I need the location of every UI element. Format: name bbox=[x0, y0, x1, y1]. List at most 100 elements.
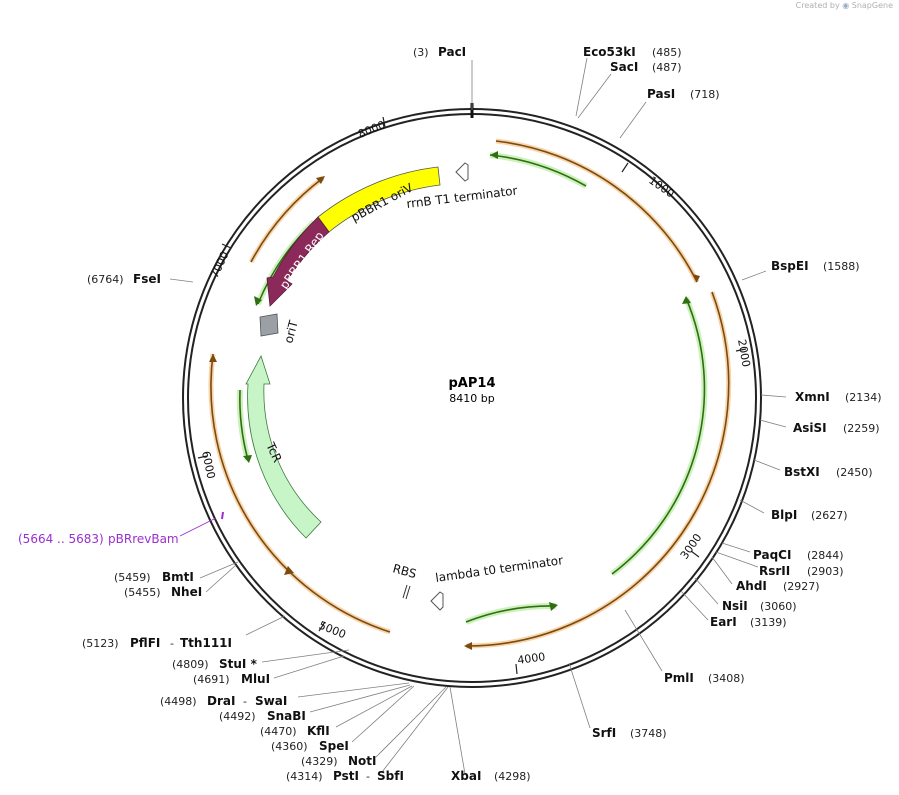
site-stui-name: StuI * bbox=[219, 657, 258, 671]
orf-arc-4 bbox=[250, 177, 324, 263]
site-snabi-pos: (4492) bbox=[219, 710, 256, 723]
site-bspei-name: BspEI bbox=[771, 259, 809, 273]
site-asisi-name: AsiSI bbox=[793, 421, 827, 435]
rrnb-terminator-icon bbox=[455, 162, 469, 182]
site-xmni-name: XmnI bbox=[795, 390, 830, 404]
site-kfli-name: KflI bbox=[307, 724, 330, 738]
site-pmli-pos: (3408) bbox=[708, 672, 745, 685]
site-spei-pos: (4360) bbox=[271, 740, 308, 753]
site-noti-name: NotI bbox=[348, 754, 377, 768]
site-spei-name: SpeI bbox=[319, 739, 349, 753]
site-psti-name: PstI bbox=[333, 769, 359, 783]
site-bmti-pos: (5459) bbox=[114, 571, 151, 584]
site-pflfi-name: PflFI bbox=[130, 636, 160, 650]
tick-8000: 8000 bbox=[356, 118, 387, 141]
site-sbfi-name: SbfI bbox=[377, 769, 404, 783]
primer-range: (5664 .. 5683) bbox=[18, 532, 104, 546]
green-arc-1 bbox=[489, 154, 587, 187]
site-asisi-pos: (2259) bbox=[843, 422, 880, 435]
site-bstxi-pos: (2450) bbox=[836, 466, 873, 479]
green-arrow-5 bbox=[243, 455, 252, 463]
site-bspei-pos: (1588) bbox=[823, 260, 860, 273]
site-fsei-name: FseI bbox=[133, 272, 161, 286]
site-paci-pos: (3) bbox=[413, 46, 429, 59]
site-saci-pos: (487) bbox=[652, 61, 682, 74]
site-blpi-pos: (2627) bbox=[811, 509, 848, 522]
site-nhei-pos: (5455) bbox=[124, 586, 161, 599]
primer-leader bbox=[179, 517, 217, 537]
green-arrow-3 bbox=[549, 602, 558, 611]
site-mlui-name: MluI bbox=[241, 672, 270, 686]
site-ahdi-pos: (2927) bbox=[783, 580, 820, 593]
site-leaders bbox=[169, 57, 787, 775]
site-pflfi-pos: (5123) bbox=[82, 637, 119, 650]
site-eco53ki-pos: (485) bbox=[652, 46, 682, 59]
green-arrow-1 bbox=[490, 151, 498, 159]
site-bstxi-name: BstXI bbox=[784, 465, 820, 479]
site-nsii-name: NsiI bbox=[722, 599, 748, 613]
site-pasi-name: PasI bbox=[647, 87, 675, 101]
site-stui-pos: (4809) bbox=[172, 658, 209, 671]
credit-prefix: Created by bbox=[795, 1, 840, 10]
orit-label: oriT bbox=[281, 318, 301, 344]
snapgene-credit: Created by ◉ SnapGene bbox=[796, 1, 893, 10]
site-rsrii-name: RsrII bbox=[759, 564, 790, 578]
tick-7000: 7000 bbox=[208, 249, 232, 280]
site-eari-name: EarI bbox=[710, 615, 737, 629]
site-snabi-name: SnaBI bbox=[267, 709, 306, 723]
credit-brand: SnapGene bbox=[851, 1, 893, 10]
site-xmni-pos: (2134) bbox=[845, 391, 882, 404]
site-noti-pos: (4329) bbox=[301, 755, 338, 768]
site-drai-sep: - bbox=[243, 695, 247, 708]
site-rsrii-pos: (2903) bbox=[807, 565, 844, 578]
site-eco53ki-name: Eco53kI bbox=[583, 45, 636, 59]
orf-arc-1 bbox=[495, 140, 698, 283]
site-tth111i-name: Tth111I bbox=[180, 636, 232, 650]
site-drai-name: DraI bbox=[207, 694, 235, 708]
orf-arrow-1 bbox=[692, 274, 700, 282]
orf-arrow-2 bbox=[464, 642, 472, 650]
site-swai-name: SwaI bbox=[255, 694, 287, 708]
green-arrow-4 bbox=[254, 296, 262, 306]
site-nhei-name: NheI bbox=[171, 585, 202, 599]
site-pasi-pos: (718) bbox=[690, 88, 720, 101]
site-srfi-pos: (3748) bbox=[630, 727, 667, 740]
site-xbai-pos: (4298) bbox=[494, 770, 531, 783]
tick-marks bbox=[197, 116, 747, 675]
orf-arrow-4 bbox=[316, 176, 325, 184]
green-arc-3 bbox=[465, 605, 557, 623]
tick-4000: 4000 bbox=[517, 650, 547, 667]
green-arc-2 bbox=[611, 297, 706, 575]
site-ahdi-name: AhdI bbox=[736, 579, 767, 593]
orit-feature bbox=[259, 313, 279, 337]
site-drai-pos: (4498) bbox=[160, 695, 197, 708]
site-psti-pos: (4314) bbox=[286, 770, 323, 783]
site-xbai-name: XbaI bbox=[451, 769, 481, 783]
site-pmli-name: PmlI bbox=[664, 671, 694, 685]
lambda-t0-terminator-icon bbox=[430, 591, 444, 611]
tick-2000: 2000 bbox=[735, 338, 753, 368]
site-paqci-name: PaqCI bbox=[753, 548, 791, 562]
site-saci-name: SacI bbox=[610, 60, 638, 74]
lambda-t0-label: lambda t0 terminator bbox=[434, 553, 563, 585]
site-mlui-pos: (4691) bbox=[193, 673, 230, 686]
site-eari-pos: (3139) bbox=[750, 616, 787, 629]
site-nsii-pos: (3060) bbox=[760, 600, 797, 613]
tick-6000: 6000 bbox=[199, 450, 218, 480]
orf-arc-2 bbox=[465, 291, 730, 647]
site-fsei-pos: (6764) bbox=[87, 273, 124, 286]
primer-mark bbox=[221, 511, 224, 520]
snapgene-logo-icon: ◉ bbox=[842, 1, 850, 10]
rbs-label: RBS bbox=[391, 561, 418, 581]
orf-arrow-3a bbox=[284, 566, 294, 575]
green-arrow-2 bbox=[682, 296, 691, 304]
pbbr1-rep-feature bbox=[266, 216, 330, 307]
site-kfli-pos: (4470) bbox=[260, 725, 297, 738]
rbs-mark-2 bbox=[405, 585, 411, 600]
orf-arc-3 bbox=[210, 353, 391, 633]
site-paqci-pos: (2844) bbox=[807, 549, 844, 562]
plasmid-name: pAP14 bbox=[449, 376, 496, 391]
site-srfi-name: SrfI bbox=[592, 726, 616, 740]
site-paci-name: PacI bbox=[438, 45, 466, 59]
